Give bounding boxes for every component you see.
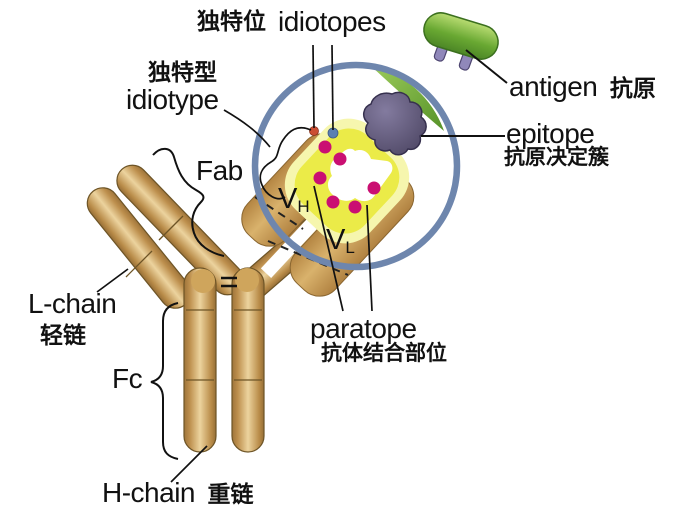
idiotype-region-squiggle bbox=[259, 126, 312, 200]
paratope-pointer-line-2 bbox=[366, 204, 373, 312]
hinge-joint-left bbox=[191, 269, 215, 293]
label-vh-domain: VH bbox=[278, 183, 310, 216]
l-chain-pointer-line bbox=[96, 268, 129, 293]
label-h-chain-cn: 重链 bbox=[207, 481, 254, 507]
zoom-lens-ring bbox=[251, 61, 461, 271]
paratope-dot bbox=[326, 195, 340, 209]
paratope-dot bbox=[367, 181, 381, 195]
label-fab: Fab bbox=[196, 155, 243, 186]
label-paratope-cn: 抗体结合部位 bbox=[321, 342, 447, 365]
epitope-blob bbox=[363, 91, 427, 156]
label-antigen: antigen bbox=[509, 71, 598, 102]
label-h-chain: H-chain bbox=[102, 477, 195, 508]
fab-brace bbox=[152, 147, 225, 257]
vh-main: V bbox=[278, 183, 298, 215]
lens-content bbox=[241, 66, 444, 297]
label-idiotopes: idiotopes bbox=[278, 6, 386, 37]
label-epitope: epitope bbox=[506, 118, 595, 149]
paratope-pointer-line-1 bbox=[313, 185, 344, 312]
label-h-chain-row: H-chain 重链 bbox=[102, 479, 253, 507]
idiotopes-pointer-line-1 bbox=[312, 44, 315, 129]
antigen-capsule bbox=[423, 12, 499, 60]
label-l-chain: L-chain bbox=[28, 288, 117, 319]
label-antigen-row: antigen 抗原 bbox=[509, 73, 656, 101]
paratope-dot bbox=[333, 152, 347, 166]
h-chain-arm-segment-line bbox=[158, 215, 184, 241]
label-idiotype-cn: 独特型 bbox=[148, 59, 217, 85]
label-vl-domain: VL bbox=[326, 224, 355, 257]
hinge-joint-right bbox=[235, 268, 259, 292]
label-idiotope-cn: 独特位 bbox=[197, 8, 266, 34]
vh-sub: H bbox=[297, 197, 310, 216]
fc-segment-lines bbox=[186, 309, 262, 381]
vl-main: V bbox=[326, 224, 346, 256]
heavy-chain-stem-right bbox=[231, 267, 265, 453]
paratope-dot bbox=[313, 171, 327, 185]
h-chain-pointer-line bbox=[170, 445, 208, 483]
antigen-pointer-line bbox=[465, 49, 508, 84]
l-chain-segment-line bbox=[125, 250, 153, 278]
annotation-lines bbox=[96, 44, 508, 483]
label-l-chain-cn: 轻链 bbox=[40, 322, 86, 348]
idiotopes-pointer-line-2 bbox=[331, 44, 334, 131]
paratope-dots bbox=[313, 140, 381, 214]
fc-brace bbox=[150, 302, 179, 460]
disulfide-bonds bbox=[221, 276, 237, 288]
antibody-molecule bbox=[86, 164, 332, 453]
paratope-dot bbox=[318, 140, 332, 154]
vh-boundary-dashed-line bbox=[254, 196, 304, 230]
label-epitope-cn: 抗原决定簇 bbox=[504, 146, 609, 169]
heavy-chain-stem-left bbox=[183, 267, 217, 453]
antigen-particle bbox=[423, 12, 499, 71]
label-antigen-cn: 抗原 bbox=[609, 75, 656, 101]
paratope-dot bbox=[348, 200, 362, 214]
idiotype-pointer-line bbox=[223, 109, 271, 148]
label-idiotype: idiotype bbox=[126, 84, 219, 115]
vl-sub: L bbox=[345, 238, 355, 257]
label-fc: Fc bbox=[112, 363, 143, 394]
label-paratope: paratope bbox=[310, 313, 417, 344]
